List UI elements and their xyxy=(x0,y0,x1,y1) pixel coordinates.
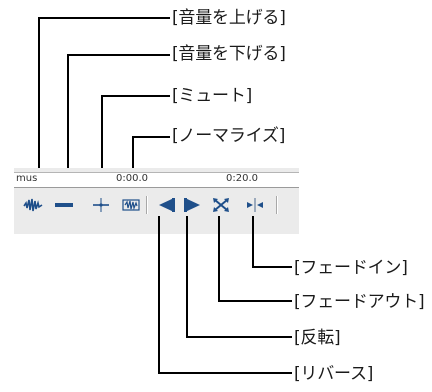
label-fade-in: [フェードイン] xyxy=(294,258,408,278)
leader-volume-up-v xyxy=(38,17,40,185)
waveform-up-icon xyxy=(23,198,43,212)
converge-icon xyxy=(247,198,263,212)
toolbar-end-separator xyxy=(276,196,278,214)
leader-fade-out-h xyxy=(218,300,292,302)
volume-up-button[interactable] xyxy=(22,195,44,215)
volume-down-button[interactable] xyxy=(53,195,75,215)
mute-button[interactable] xyxy=(90,195,112,215)
time-ruler: mus 0:00.0 0:20.0 xyxy=(14,172,299,188)
leader-reverse-h xyxy=(158,372,292,374)
leader-volume-up-h xyxy=(38,17,170,19)
leader-fade-in-h xyxy=(252,266,292,268)
leader-mute-h xyxy=(101,95,170,97)
leader-fade-out-v xyxy=(218,216,220,302)
waveform-flat-icon xyxy=(55,203,73,207)
label-reverse: [リバース] xyxy=(294,364,374,384)
leader-fade-in-v xyxy=(252,216,254,268)
label-normalize: [ノーマライズ] xyxy=(172,126,286,146)
ruler-mark-2: 0:20.0 xyxy=(226,173,258,184)
normalize-button[interactable] xyxy=(120,195,142,215)
fade-out-button[interactable] xyxy=(210,195,232,215)
effects-toolbar xyxy=(14,190,299,220)
play-left-icon xyxy=(159,198,175,212)
fade-in-button[interactable] xyxy=(244,195,266,215)
leader-reverse-v xyxy=(158,216,160,374)
leader-volume-down-v xyxy=(67,54,69,185)
leader-reverse-phase-v xyxy=(186,216,188,338)
leader-normalize-v xyxy=(132,136,134,174)
reverse-button[interactable] xyxy=(155,195,177,215)
invert-button[interactable] xyxy=(182,195,204,215)
normalize-icon xyxy=(122,199,140,211)
label-mute: [ミュート] xyxy=(172,86,253,106)
ruler-mark-1: 0:00.0 xyxy=(116,173,148,184)
label-volume-down: [音量を下げる] xyxy=(172,44,286,64)
label-reverse-phase: [反転] xyxy=(294,328,341,348)
mute-icon xyxy=(93,198,109,212)
ruler-unit: mus xyxy=(16,173,38,184)
leader-normalize-h xyxy=(132,136,170,138)
play-right-icon xyxy=(184,198,200,212)
leader-volume-down-h xyxy=(67,54,170,56)
toolbar-separator xyxy=(146,196,148,214)
cross-arrows-icon xyxy=(213,198,229,212)
leader-reverse-phase-h xyxy=(186,336,292,338)
label-fade-out: [フェードアウト] xyxy=(294,292,425,312)
leader-mute-v xyxy=(101,95,103,185)
label-volume-up: [音量を上げる] xyxy=(172,8,286,28)
